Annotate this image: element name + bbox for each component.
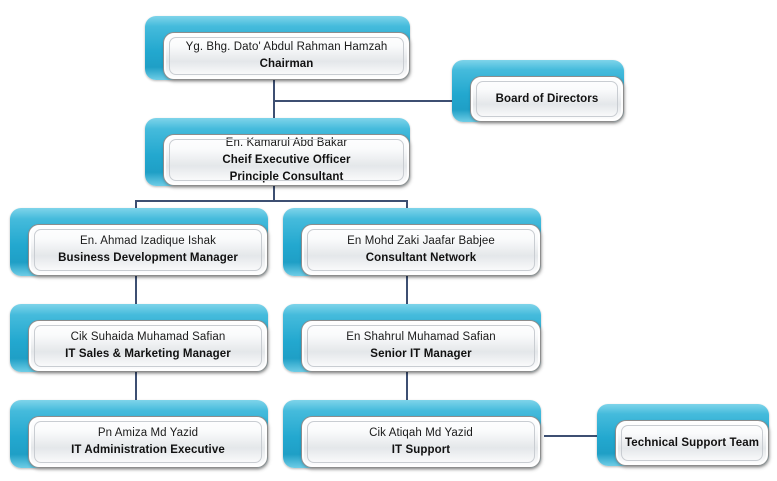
node-business-development-manager[interactable]: En. Ahmad Izadique Ishak Business Develo… — [10, 208, 268, 276]
node-technical-support-team[interactable]: Technical Support Team — [597, 404, 769, 466]
connector-ceo-to-bdm — [135, 200, 137, 210]
node-role-title: Consultant Network — [365, 252, 477, 264]
connector-ceo-down — [273, 186, 275, 202]
connector-ceo-split-bar — [135, 200, 407, 202]
node-face: Yg. Bhg. Dato' Abdul Rahman Hamzah Chair… — [163, 32, 410, 80]
node-face: Pn Amiza Md Yazid IT Administration Exec… — [28, 416, 268, 468]
node-it-support[interactable]: Cik Atiqah Md Yazid IT Support — [283, 400, 541, 468]
node-face: Board of Directors — [470, 76, 624, 122]
node-person-name: En Shahrul Muhamad Safian — [346, 331, 496, 343]
node-person-name: Cik Atiqah Md Yazid — [369, 427, 473, 439]
connector-bdm-to-it-sales — [135, 276, 137, 306]
connector-chairman-to-ceo — [273, 100, 275, 122]
node-face: Cik Suhaida Muhamad Safian IT Sales & Ma… — [28, 320, 268, 372]
node-it-sales-marketing-manager[interactable]: Cik Suhaida Muhamad Safian IT Sales & Ma… — [10, 304, 268, 372]
node-face: Technical Support Team — [615, 420, 769, 466]
connector-chairman-to-board — [273, 100, 465, 102]
node-consultant-network[interactable]: En Mohd Zaki Jaafar Babjee Consultant Ne… — [283, 208, 541, 276]
node-it-administration-executive[interactable]: Pn Amiza Md Yazid IT Administration Exec… — [10, 400, 268, 468]
node-role-title: IT Administration Executive — [71, 444, 225, 456]
node-face: Cik Atiqah Md Yazid IT Support — [301, 416, 541, 468]
node-board-of-directors[interactable]: Board of Directors — [452, 60, 624, 122]
node-person-name: En Mohd Zaki Jaafar Babjee — [347, 235, 495, 247]
connector-it-sales-to-it-admin — [135, 372, 137, 402]
node-senior-it-manager[interactable]: En Shahrul Muhamad Safian Senior IT Mana… — [283, 304, 541, 372]
node-person-name: Cik Suhaida Muhamad Safian — [70, 331, 226, 343]
node-role-title: Chairman — [259, 58, 314, 70]
node-face: En Mohd Zaki Jaafar Babjee Consultant Ne… — [301, 224, 541, 276]
node-person-name: En. Ahmad Izadique Ishak — [79, 235, 216, 247]
node-face: En. Kamarul Abd Bakar Cheif Executive Of… — [163, 134, 410, 186]
node-role-title: Cheif Executive Officer — [222, 153, 351, 166]
connector-ceo-to-consultant-network — [406, 200, 408, 210]
node-role-title-secondary: Principle Consultant — [229, 170, 344, 183]
node-role-title: IT Sales & Marketing Manager — [65, 348, 231, 360]
connector-it-support-to-tech-team — [544, 435, 616, 437]
connector-senior-it-to-it-support — [406, 372, 408, 402]
node-role-title: Board of Directors — [495, 92, 599, 105]
node-role-title: IT Support — [391, 444, 451, 456]
node-person-name: En. Kamarul Abd Bakar — [225, 136, 348, 149]
node-chief-executive-officer[interactable]: En. Kamarul Abd Bakar Cheif Executive Of… — [145, 118, 410, 186]
node-person-name: Yg. Bhg. Dato' Abdul Rahman Hamzah — [185, 41, 388, 53]
connector-consultant-to-senior-it — [406, 276, 408, 306]
node-person-name: Pn Amiza Md Yazid — [97, 427, 199, 439]
node-face: En Shahrul Muhamad Safian Senior IT Mana… — [301, 320, 541, 372]
node-role-title: Technical Support Team — [624, 436, 760, 449]
connector-chairman-down — [273, 80, 275, 114]
node-chairman[interactable]: Yg. Bhg. Dato' Abdul Rahman Hamzah Chair… — [145, 16, 410, 80]
node-face: En. Ahmad Izadique Ishak Business Develo… — [28, 224, 268, 276]
node-role-title: Senior IT Manager — [370, 348, 472, 360]
node-role-title: Business Development Manager — [58, 252, 238, 264]
